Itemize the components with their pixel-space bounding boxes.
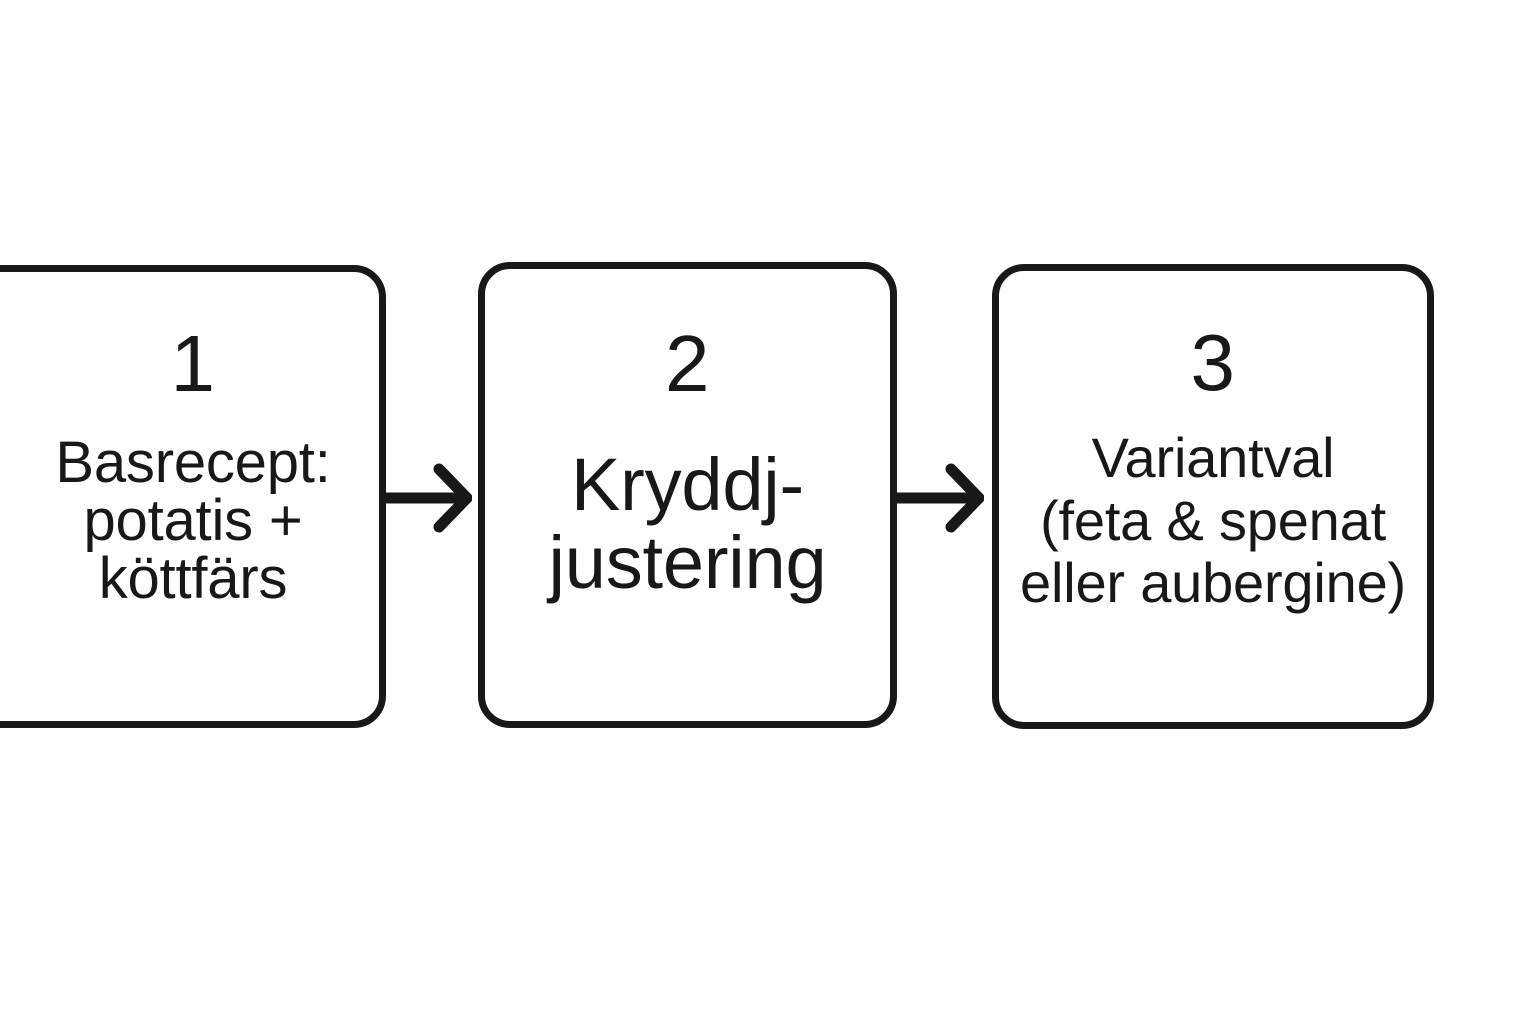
flow-node-1-number: 1 — [170, 319, 216, 408]
flow-node-1-label: Basrecept: potatis + köttfärs — [55, 430, 331, 611]
flow-node-3-label: Variantval (feta & spenat eller aubergin… — [1020, 426, 1406, 615]
flow-node-2[interactable]: 2 Kryddj- justering — [478, 262, 897, 728]
flow-node-2-number: 2 — [665, 319, 710, 408]
arrow-right-icon-2 — [894, 455, 984, 541]
flow-node-2-label: Kryddj- justering — [548, 443, 827, 604]
flow-node-3[interactable]: 3 Variantval (feta & spenat eller auberg… — [992, 264, 1434, 729]
arrow-right-glyph-2 — [894, 463, 984, 533]
flow-node-1[interactable]: 1 Basrecept: potatis + köttfärs — [0, 265, 386, 728]
arrow-right-glyph-1 — [384, 463, 472, 533]
flow-node-3-number: 3 — [1190, 318, 1236, 407]
arrow-right-icon-1 — [384, 455, 472, 541]
